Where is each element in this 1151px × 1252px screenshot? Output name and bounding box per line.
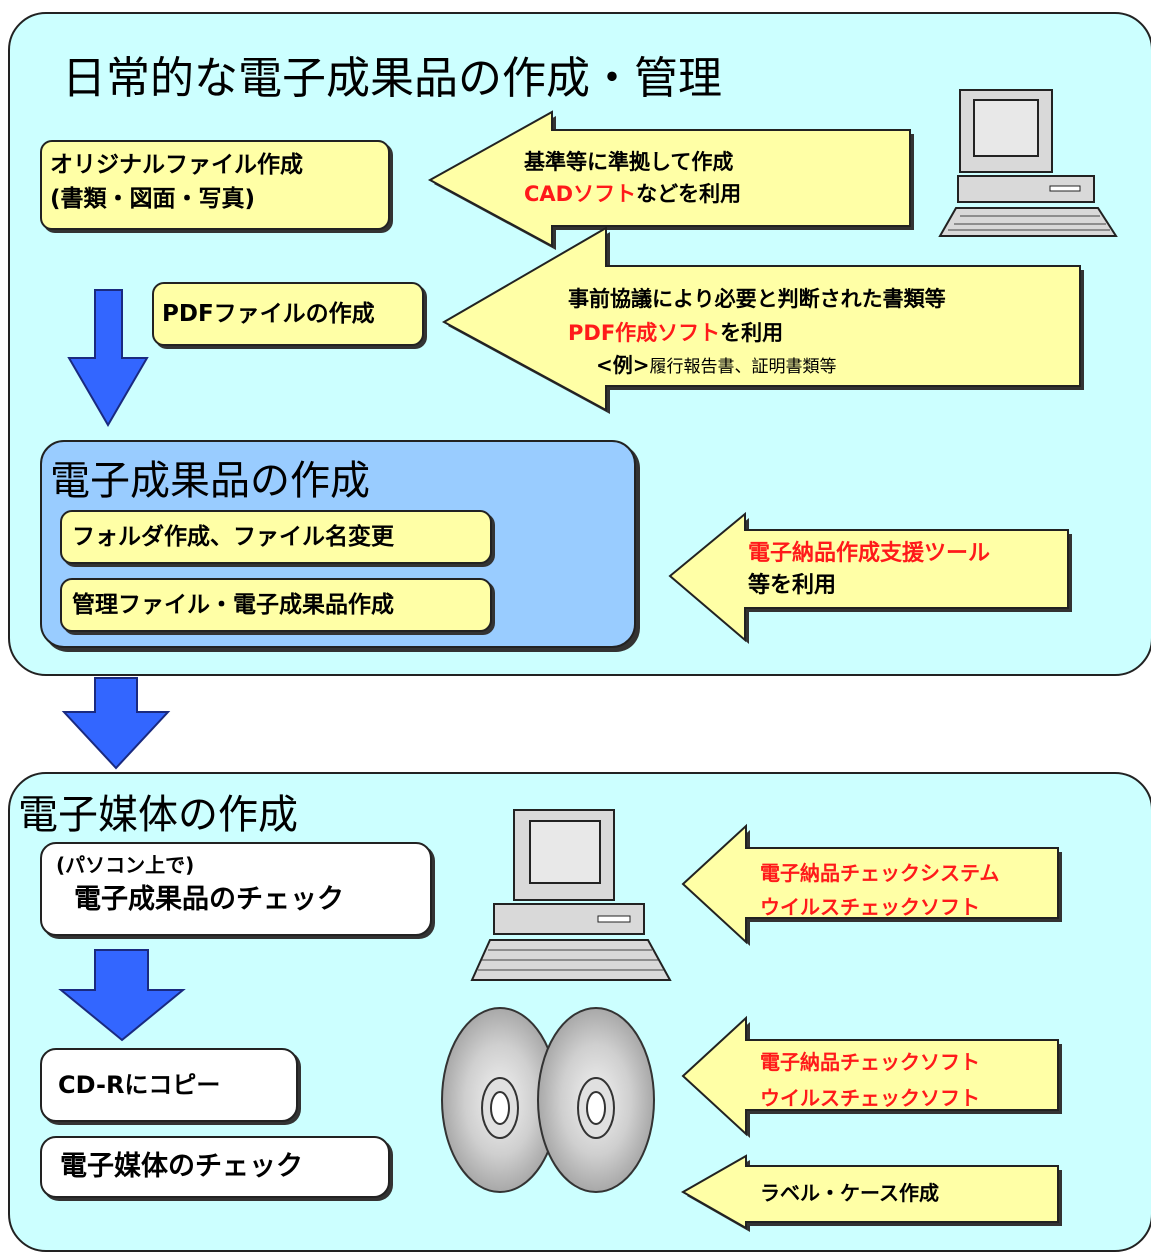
left-arrow-icon [668,511,1072,644]
cdr-copy-label: CD-Rにコピー [58,1071,221,1099]
deliverable-title: 電子成果品の作成 [50,458,370,504]
arrow2-line2-red: PDF作成ソフト [568,321,721,345]
section1-title: 日常的な電子成果品の作成・管理 [62,53,722,104]
original-file-line1: オリジナルファイル作成 [50,152,303,178]
left-arrow-icon [681,823,1062,946]
arrow5-line2: ウイルスチェックソフト [760,1086,980,1110]
arrow4-line2: ウイルスチェックソフト [760,895,980,919]
arrow2-line2-rest: を利用 [720,321,784,345]
arrow3-text: 電子納品作成支援ツール 等を利用 [748,538,990,602]
arrow2-example: <例>履行報告書、証明書類等 [568,350,946,382]
arrow1-line1: 基準等に準拠して作成 [524,150,734,174]
arrow5-text: 電子納品チェックソフト ウイルスチェックソフト [760,1044,980,1116]
arrow2-line2: PDF作成ソフトを利用 [568,316,946,350]
computer-icon [938,89,1118,237]
deliverable-item1: フォルダ作成、ファイル名変更 [60,510,492,564]
arrow2-line1: 事前協議により必要と判断された書類等 [568,287,946,311]
pc-check-line2: 電子成果品のチェック [74,884,344,915]
arrow5-line1: 電子納品チェックソフト [760,1050,980,1074]
section2-title: 電子媒体の作成 [18,792,298,838]
cd-disc-icon [537,1007,655,1193]
original-file-line2: (書類・図面・写真) [50,186,256,212]
left-arrow-icon [427,110,914,250]
deliverable-item2-label: 管理ファイル・電子成果品作成 [72,592,394,618]
arrow6-text: ラベル・ケース作成 [760,1176,939,1210]
arrow6-line1: ラベル・ケース作成 [760,1181,939,1205]
computer-icon [470,809,672,981]
media-check-box: 電子媒体のチェック [40,1136,390,1198]
pdf-box-label: PDFファイルの作成 [162,301,375,327]
original-file-box: オリジナルファイル作成 (書類・図面・写真) [40,140,390,230]
deliverable-item2: 管理ファイル・電子成果品作成 [60,578,492,632]
cdr-copy-box: CD-Rにコピー [40,1048,298,1122]
down-arrow-icon [61,677,171,770]
arrow2-example-tag: <例> [596,353,650,377]
arrow1-line2-rest: などを利用 [636,182,742,206]
arrow1-line2: CADソフトなどを利用 [524,178,741,210]
down-arrow-icon [58,949,186,1042]
pc-check-line1: (パソコン上で) [56,853,195,877]
cd-disc-icon [441,1007,559,1193]
arrow4-text: 電子納品チェックシステム ウイルスチェックソフト [760,856,999,924]
arrow3-line1: 電子納品作成支援ツール [748,541,991,566]
arrow2-text: 事前協議により必要と判断された書類等 PDF作成ソフトを利用 <例>履行報告書、… [568,282,946,382]
down-arrow-icon [67,289,149,427]
left-arrow-icon [681,1015,1062,1138]
arrow1-text: 基準等に準拠して作成 CADソフトなどを利用 [524,146,741,210]
media-check-label: 電子媒体のチェック [60,1151,303,1182]
pdf-box: PDFファイルの作成 [152,282,424,346]
pc-check-box: (パソコン上で) 電子成果品のチェック [40,842,432,936]
arrow1-line2-red: CADソフト [524,182,637,206]
arrow2-example-text: 履行報告書、証明書類等 [649,357,837,377]
arrow3-line2: 等を利用 [748,573,837,598]
left-arrow-icon [680,1154,1062,1232]
arrow4-line1: 電子納品チェックシステム [760,861,1000,885]
deliverable-item1-label: フォルダ作成、ファイル名変更 [72,524,394,550]
left-arrow-icon [441,226,1084,414]
